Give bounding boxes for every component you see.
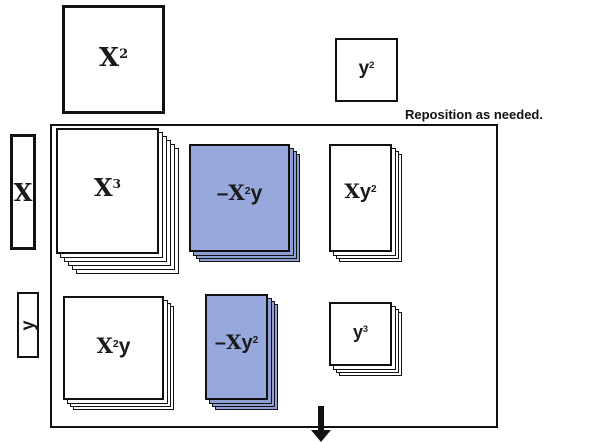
tile-y[interactable]: y — [17, 292, 39, 358]
cube-x-squared-y-label: X2y — [96, 333, 131, 358]
cube-x-y-squared-label: Xy2 — [344, 178, 377, 203]
tile-y-label: y — [17, 319, 38, 331]
tile-x-squared[interactable]: X2 — [62, 5, 165, 114]
work-frame — [50, 124, 498, 428]
cube-y-cubed-label: y3 — [352, 321, 369, 342]
cube-x-cubed-label: X3 — [94, 172, 121, 202]
arrow-down-icon[interactable] — [311, 406, 331, 442]
tile-y-squared-label: y2 — [358, 58, 375, 79]
tile-x[interactable]: X — [10, 134, 36, 250]
reposition-instruction: Reposition as needed. — [405, 107, 543, 122]
tile-x-squared-label: X2 — [98, 42, 129, 73]
tile-x-label: X — [13, 177, 33, 207]
tile-y-squared[interactable]: y2 — [335, 38, 398, 102]
cube-neg-x-squared-y-label: –X2y — [216, 180, 263, 205]
cube-neg-x-y-squared-label: –Xy2 — [214, 329, 259, 354]
